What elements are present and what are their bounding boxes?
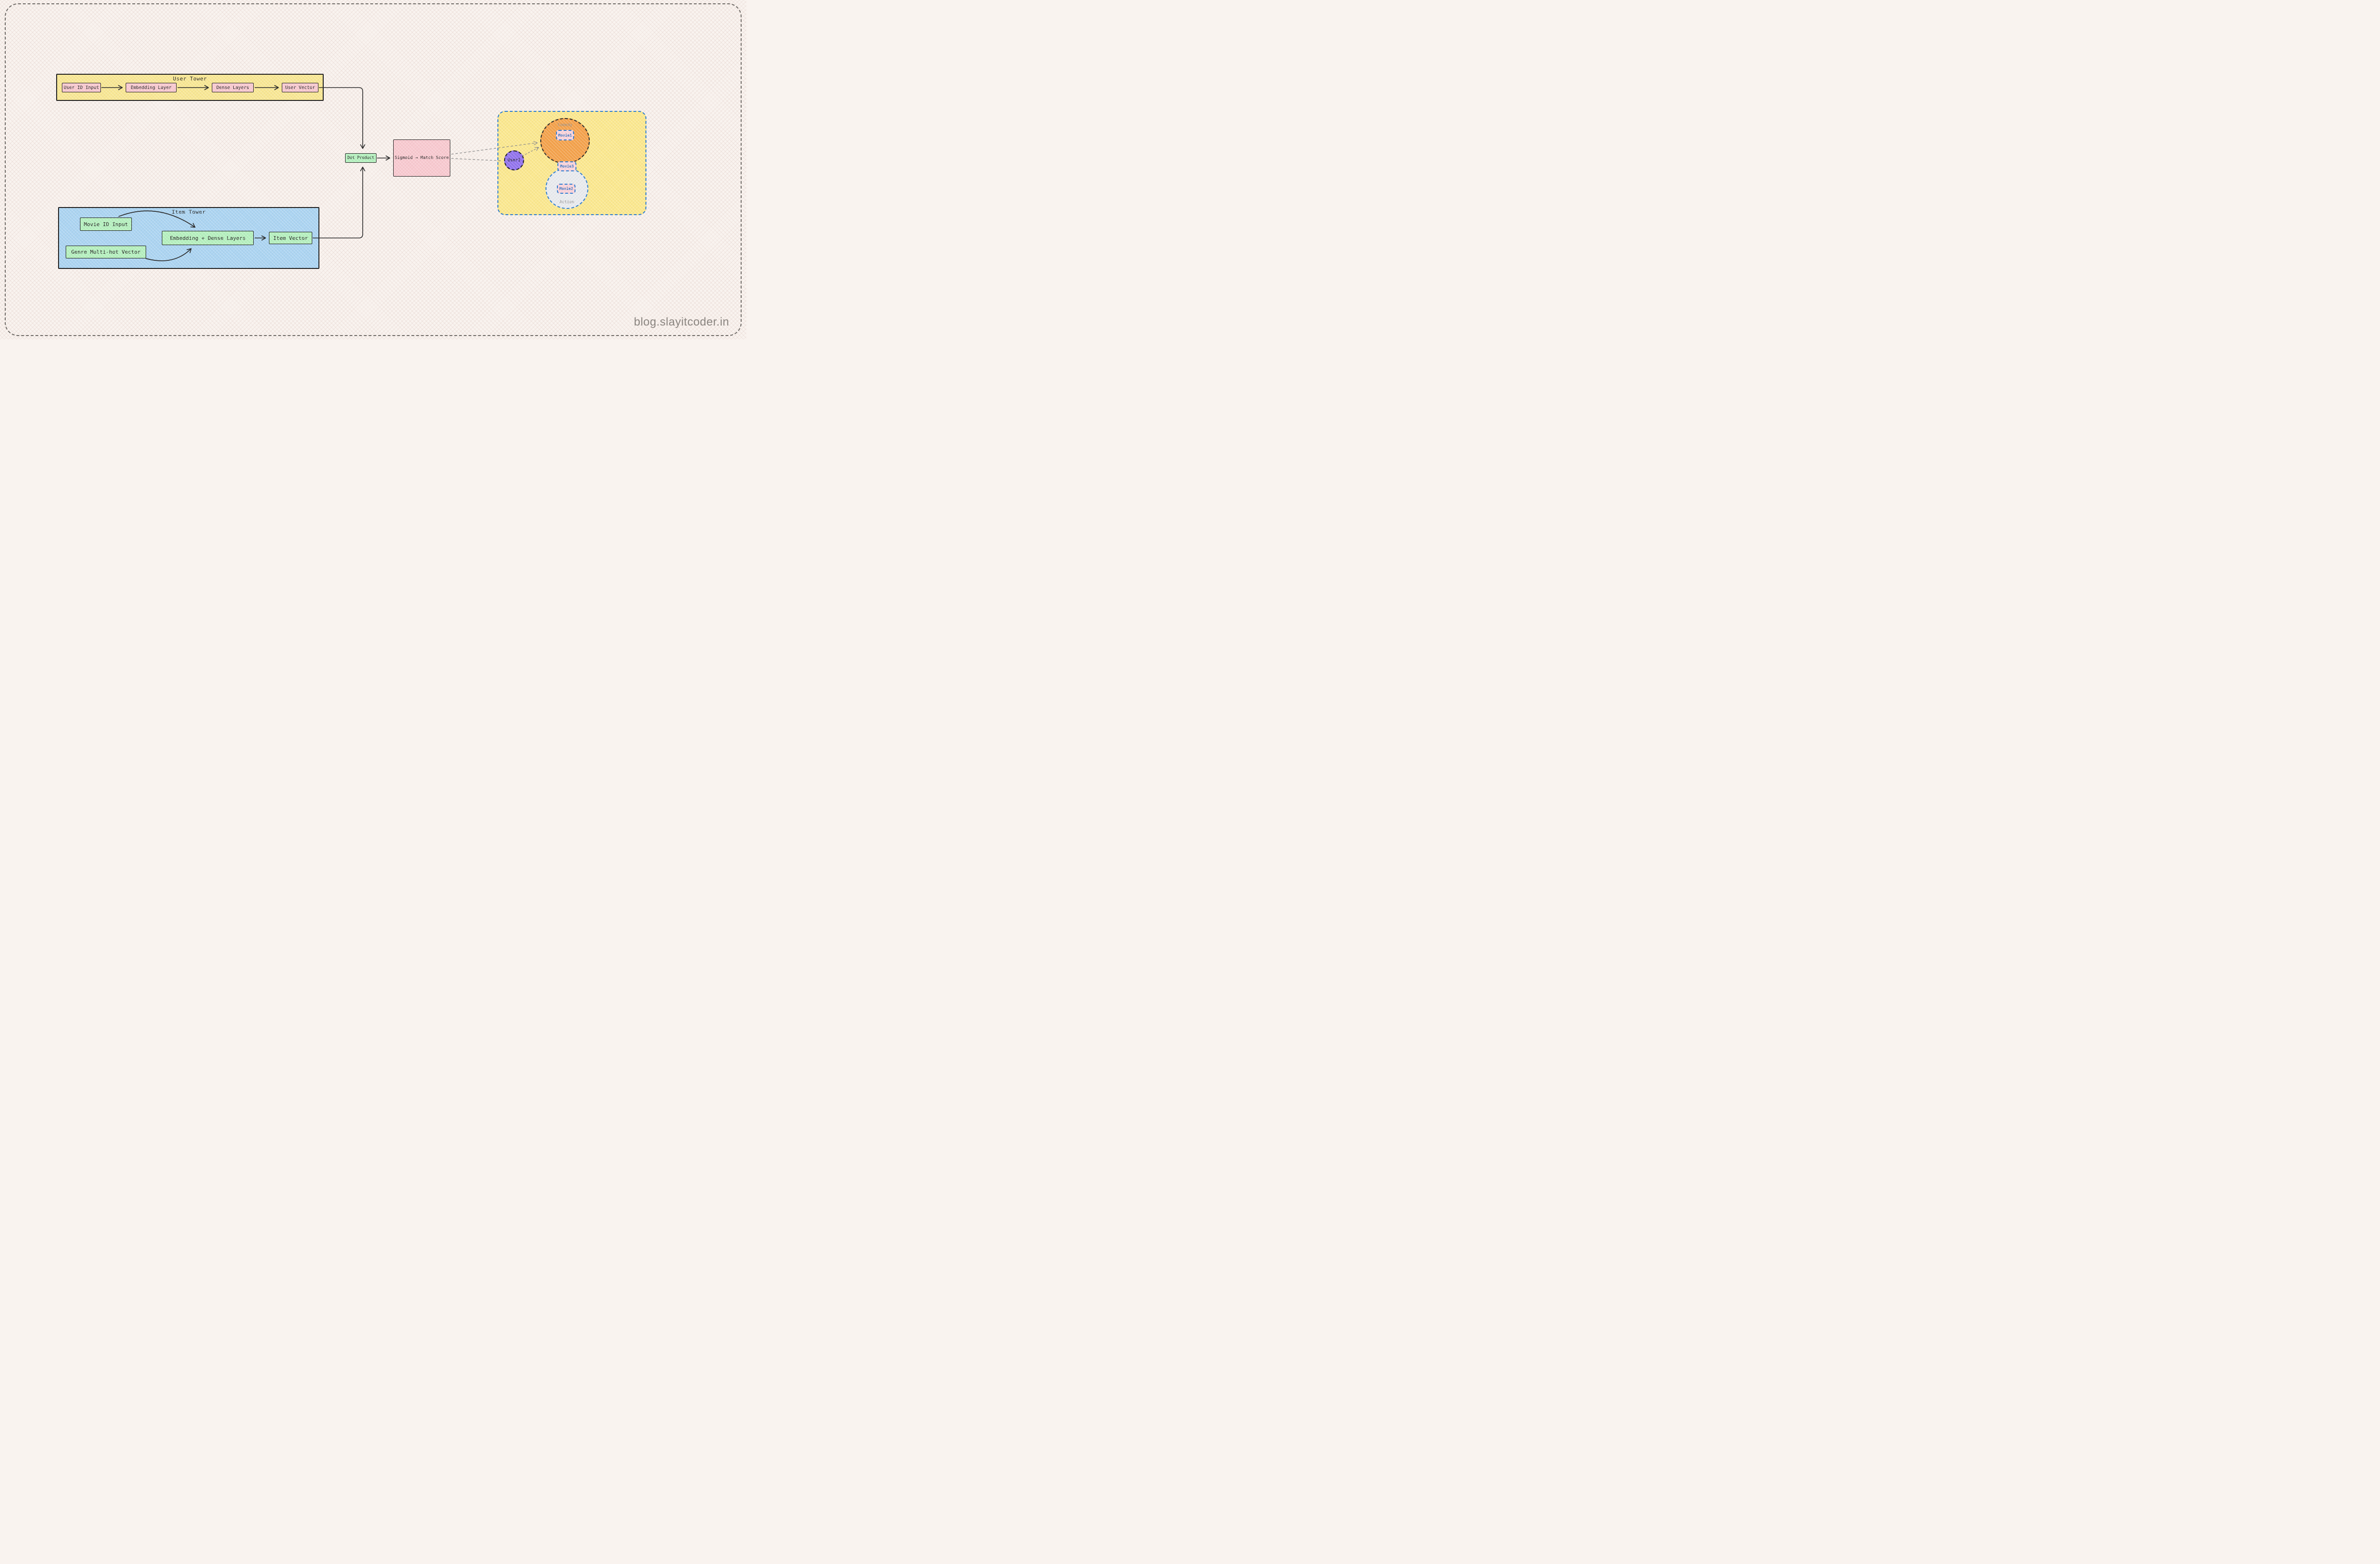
node-user1-label: User1 [507, 158, 521, 163]
node-genre-multihot-vector-label: Genre Multi-hot Vector [71, 249, 141, 255]
node-user1: User1 [504, 150, 524, 170]
node-dense-layers-label: Dense Layers [216, 85, 249, 90]
node-user-id-input-label: User ID Input [63, 85, 99, 90]
node-sigmoid-match-score: Sigmoid → Match Score [393, 139, 450, 177]
node-item-vector: Item Vector [269, 232, 312, 244]
item-tower-title: Item Tower [171, 209, 206, 215]
chip-movie1: Movie1 [556, 130, 574, 140]
outer-dashed-frame [5, 3, 742, 336]
user-tower-title: User Tower [173, 76, 207, 82]
node-sigmoid-match-score-label: Sigmoid → Match Score [395, 156, 449, 160]
diagram-canvas: User Tower User ID Input Embedding Layer… [0, 0, 746, 339]
node-movie-id-input: Movie ID Input [80, 218, 132, 231]
chip-movie3: Movie3 [557, 161, 576, 171]
cluster-comedy: Comedy [540, 118, 590, 164]
chip-movie2: Movie2 [557, 184, 575, 194]
node-dot-product: Dot Product [345, 153, 377, 163]
chip-movie3-label: Movie3 [560, 164, 574, 168]
node-user-id-input: User ID Input [62, 83, 101, 92]
watermark-text: blog.slayitcoder.in [634, 316, 729, 328]
cluster-comedy-label: Comedy [557, 123, 573, 128]
node-dense-layers: Dense Layers [212, 83, 254, 92]
node-user-vector-label: User Vector [285, 85, 315, 90]
node-movie-id-input-label: Movie ID Input [84, 221, 128, 228]
node-genre-multihot-vector: Genre Multi-hot Vector [66, 246, 146, 258]
node-embedding-dense-layers: Embedding + Dense Layers [162, 231, 254, 245]
chip-movie1-label: Movie1 [558, 133, 572, 138]
chip-movie2-label: Movie2 [559, 187, 573, 191]
node-user-vector: User Vector [282, 83, 318, 92]
cluster-action-label: Action [559, 200, 575, 205]
node-dot-product-label: Dot Product [347, 156, 375, 160]
node-embedding-layer-label: Embedding Layer [130, 85, 172, 90]
node-embedding-layer: Embedding Layer [126, 83, 177, 92]
node-embedding-dense-layers-label: Embedding + Dense Layers [170, 235, 246, 241]
node-item-vector-label: Item Vector [273, 235, 308, 241]
